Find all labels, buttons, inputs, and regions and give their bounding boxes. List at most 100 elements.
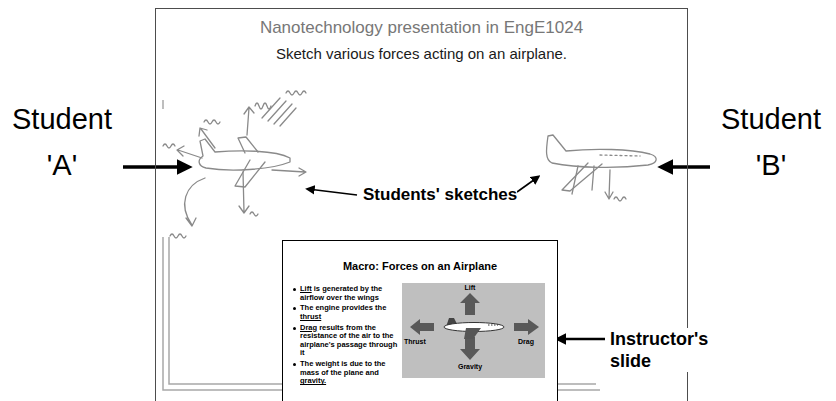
word [363, 368, 365, 377]
word [371, 331, 373, 340]
word: thrust [300, 312, 321, 321]
word [369, 284, 371, 293]
word: provides [342, 303, 373, 312]
word [360, 331, 362, 340]
word: the [330, 368, 341, 377]
word: and [366, 368, 379, 377]
callout-label: Instructor's slide [610, 328, 714, 372]
word: generated [322, 284, 358, 293]
word [313, 303, 315, 312]
handwriting [255, 103, 271, 109]
word: of [339, 331, 346, 340]
word [335, 340, 337, 349]
bullet-item: Lift is generated by the airflow over th… [300, 285, 400, 302]
force-arrow [199, 128, 215, 148]
slide-title: Nanotechnology presentation in EngE1024 [156, 18, 687, 38]
fuselage [199, 139, 290, 170]
word [363, 359, 365, 368]
word [312, 284, 314, 293]
word: gravity. [300, 376, 326, 385]
word: it [300, 348, 305, 357]
word: The [300, 303, 313, 312]
word: the [375, 303, 386, 312]
force-diagram-art [402, 283, 545, 375]
word [380, 331, 382, 340]
bullet-list: Lift is generated by the airflow over th… [300, 285, 400, 388]
thrust-arrow [410, 319, 434, 335]
callout-arrow [308, 189, 357, 195]
wing [235, 160, 265, 187]
handwriting [614, 197, 626, 201]
word: the [374, 359, 385, 368]
word [358, 284, 360, 293]
student-label: Student 'B' [710, 96, 832, 188]
word: Drag [300, 323, 317, 332]
word [313, 359, 315, 368]
handwriting [204, 120, 220, 124]
slide-frame: Nanotechnology presentation in EngE1024S… [155, 8, 688, 401]
bullet-item: Drag results from the resistance of the … [300, 324, 400, 359]
bullet-item: The engine provides the thrust [300, 304, 400, 321]
instructor-slide: Macro: Forces on an AirplaneLift is gene… [282, 240, 558, 401]
word [340, 303, 342, 312]
student-b-sketch [547, 135, 657, 201]
word: passage [337, 340, 367, 349]
lift-arrow [460, 293, 480, 315]
word [344, 323, 346, 332]
handwriting [286, 91, 306, 95]
force-label: Drag [518, 338, 534, 346]
wing [464, 328, 481, 339]
student-label: Student 'A' [3, 96, 121, 188]
word: is [314, 284, 320, 293]
bullet-dot [293, 288, 296, 291]
callout-arrow [662, 165, 714, 169]
word: the [344, 293, 355, 302]
word [342, 293, 344, 302]
force-arrow [605, 170, 613, 199]
word: wings [358, 293, 379, 302]
airflow-hatch [262, 98, 296, 126]
word: resistance [300, 331, 337, 340]
word [339, 359, 341, 368]
word [346, 331, 348, 340]
bullet-text: The weight is due to the mass of the pla… [300, 360, 400, 386]
word: to [373, 331, 380, 340]
word: The [300, 359, 313, 368]
force-label: Thrust [404, 338, 426, 346]
word: engine [315, 303, 339, 312]
wing [238, 137, 258, 153]
word: Lift [300, 284, 312, 293]
slide-subtitle: Sketch various forces acting on an airpl… [156, 45, 687, 62]
bullet-text: Lift is generated by the airflow over th… [300, 285, 400, 302]
word: airflow [300, 293, 324, 302]
word [319, 368, 321, 377]
force-diagram-panel: LiftThrustDragGravity [402, 283, 545, 378]
bullet-dot [293, 363, 296, 366]
gravity-arrow [460, 337, 480, 360]
slide-heading: Macro: Forces on an Airplane [283, 260, 557, 273]
word: the [382, 331, 393, 340]
bullet-dot [293, 307, 296, 310]
word [317, 323, 319, 332]
student-a-sketch [163, 91, 306, 238]
word: the [348, 331, 359, 340]
handwriting [170, 234, 186, 238]
word: weight [315, 359, 339, 368]
callout-label: Students' sketches [363, 185, 517, 205]
wing [562, 163, 602, 191]
word: the [365, 323, 376, 332]
word [372, 359, 374, 368]
word [348, 359, 350, 368]
tick-mark [162, 100, 164, 109]
small-airplane [444, 318, 504, 339]
word: is [341, 359, 347, 368]
word [363, 323, 365, 332]
windows [488, 325, 498, 326]
word: plane [344, 368, 364, 377]
word: mass [300, 368, 319, 377]
bullet-item: The weight is due to the mass of the pla… [300, 360, 400, 386]
word: by [360, 284, 369, 293]
word: of [321, 368, 328, 377]
wind-arrow [185, 178, 205, 226]
